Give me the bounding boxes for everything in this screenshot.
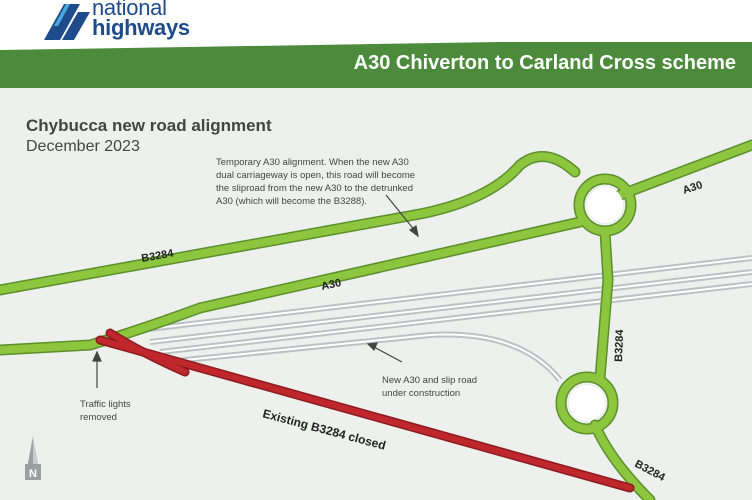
note-line: dual carriageway is open, this road will… (216, 170, 416, 181)
road-b3284-link (596, 228, 613, 382)
note-line: A30 (which will become the B3288). (216, 196, 368, 207)
road-a30-east (616, 141, 752, 199)
note-construction: New A30 and slip road under construction (382, 374, 477, 400)
roundabout-north (575, 175, 635, 235)
note-temporary-alignment: Temporary A30 alignment. When the new A3… (216, 156, 415, 208)
road-b3284-west (0, 152, 579, 294)
label-a30-mid: A30 (320, 277, 342, 293)
header: national highways (0, 0, 752, 52)
note-line: Traffic lights (80, 399, 131, 410)
annotation-arrows (92, 194, 419, 388)
label-b3284-vertical: B3284 (613, 328, 626, 362)
green-roads (0, 141, 752, 500)
banner-title: A30 Chiverton to Carland Cross scheme (353, 52, 736, 74)
map-area (0, 88, 752, 500)
map-date: December 2023 (26, 138, 140, 155)
label-b3284-west: B3284 (140, 247, 175, 265)
note-traffic-lights: Traffic lights removed (80, 398, 131, 424)
label-a30-east: A30 (681, 179, 704, 197)
brand-line-2: highways (92, 15, 190, 40)
north-label: N (29, 468, 37, 480)
note-line: removed (80, 412, 117, 423)
existing-b3284-closed-road (97, 330, 633, 491)
road-a30-temporary (0, 218, 584, 354)
note-line: under construction (382, 388, 461, 399)
brand-name: national highways (92, 0, 190, 40)
title-banner (0, 42, 752, 88)
brand-line-1: national (92, 0, 167, 20)
road-b3284-south (591, 421, 654, 500)
map-title: Chybucca new road alignment (26, 116, 272, 135)
national-highways-logo-icon (44, 4, 90, 40)
note-line: Temporary A30 alignment. When the new A3… (216, 157, 409, 168)
roundabout-south (557, 373, 617, 433)
north-arrow-icon: N (25, 436, 41, 480)
note-line: New A30 and slip road (382, 375, 478, 386)
note-line: the sliproad from the new A30 to the det… (216, 183, 413, 194)
